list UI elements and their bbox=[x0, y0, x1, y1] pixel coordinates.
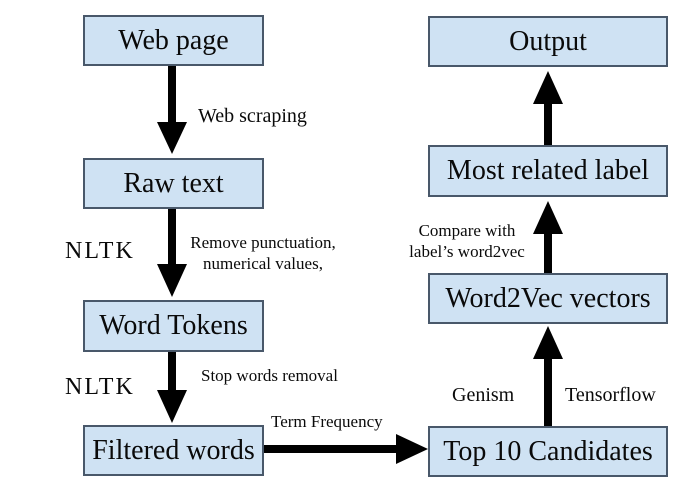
node-word-tokens: Word Tokens bbox=[83, 300, 264, 352]
edge-label-remove-punctuation-line1: Remove punctuation, bbox=[190, 233, 336, 252]
arrow-web-page-to-raw-text bbox=[157, 64, 187, 154]
edge-label-remove-punctuation-line2: numerical values, bbox=[203, 254, 323, 273]
edge-label-stop-words-removal: Stop words removal bbox=[201, 366, 338, 385]
edge-label-tensorflow: Tensorflow bbox=[565, 384, 656, 406]
node-output: Output bbox=[428, 16, 668, 67]
arrow-raw-text-to-word-tokens bbox=[157, 208, 187, 297]
node-web-page: Web page bbox=[83, 15, 264, 66]
edge-label-nltk-stopwords: NLTK bbox=[65, 374, 135, 400]
edge-label-remove-punctuation: Remove punctuation, numerical values, bbox=[180, 232, 346, 274]
edge-label-compare-line2: label’s word2vec bbox=[409, 242, 525, 261]
node-raw-text: Raw text bbox=[83, 158, 264, 209]
node-word2vec-vectors: Word2Vec vectors bbox=[428, 273, 668, 324]
arrow-filtered-words-to-top-10-candidates bbox=[263, 434, 428, 464]
edge-label-nltk-tokenize: NLTK bbox=[65, 238, 135, 264]
edge-label-compare-with-word2vec: Compare with label’s word2vec bbox=[400, 220, 534, 262]
edge-label-term-frequency: Term Frequency bbox=[271, 412, 383, 431]
arrow-word2vec-vectors-to-most-related-label bbox=[533, 201, 563, 274]
edge-label-web-scraping: Web scraping bbox=[198, 105, 307, 127]
arrow-most-related-label-to-output bbox=[533, 71, 563, 146]
edge-label-compare-line1: Compare with bbox=[418, 221, 516, 240]
arrow-top-10-candidates-to-word2vec-vectors bbox=[533, 326, 563, 427]
node-top-10-candidates: Top 10 Candidates bbox=[428, 426, 668, 477]
arrow-word-tokens-to-filtered-words bbox=[157, 351, 187, 423]
node-filtered-words: Filtered words bbox=[83, 425, 264, 476]
node-most-related-label: Most related label bbox=[428, 145, 668, 197]
edge-label-genism: Genism bbox=[452, 384, 515, 406]
